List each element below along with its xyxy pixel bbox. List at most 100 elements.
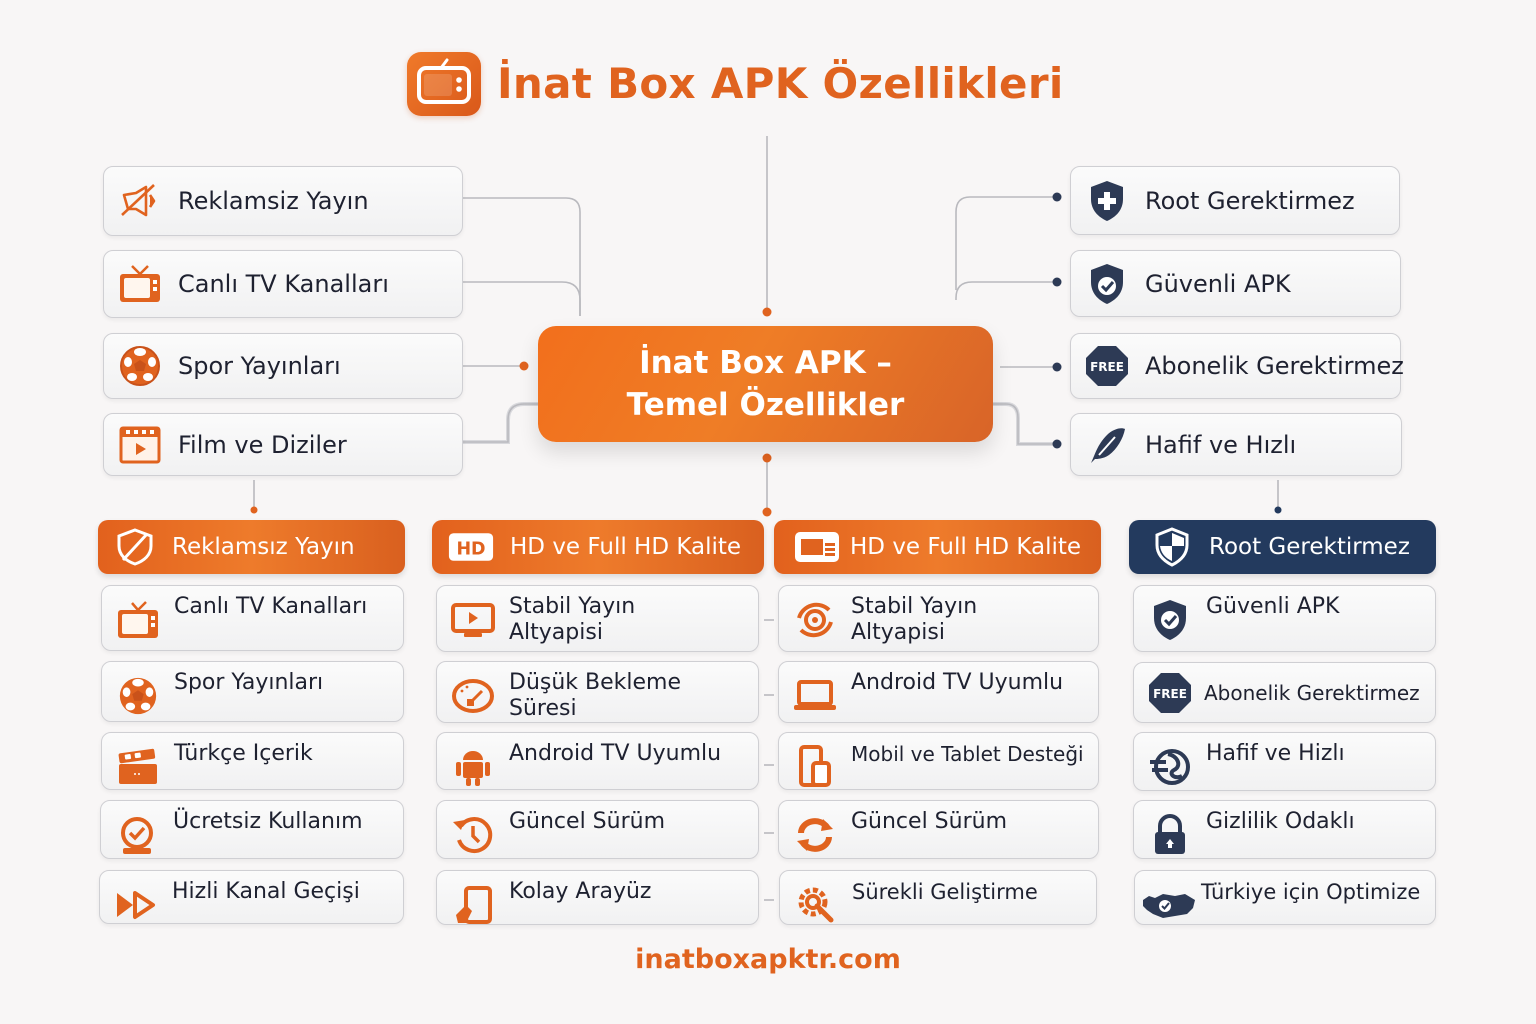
item-label: Güncel Sürüm: [509, 809, 665, 834]
feature-label: Abonelik Gerektirmez: [1145, 352, 1404, 380]
soccer-ball-icon: [114, 672, 162, 720]
muted-megaphone-icon: [116, 177, 164, 225]
item-label: Mobil ve Tablet Desteği: [851, 742, 1084, 766]
list-item[interactable]: Hizli Kanal Geçişi: [99, 870, 404, 924]
column-header-reklamsiz[interactable]: Reklamsız Yayın: [98, 520, 405, 574]
item-label: Sürekli Geliştirme: [852, 880, 1038, 904]
right-feature-guvenli[interactable]: Güvenli APK: [1070, 250, 1401, 317]
svg-text:HD: HD: [456, 539, 485, 559]
item-label: Android TV Uyumlu: [509, 741, 722, 766]
padlock-icon: [1146, 811, 1194, 859]
item-label: Abonelik Gerektirmez: [1204, 680, 1420, 705]
app-logo: [407, 52, 481, 116]
svg-text:FREE: FREE: [1090, 360, 1124, 374]
item-label: Canlı TV Kanalları: [174, 594, 368, 619]
item-label: Güvenli APK: [1206, 594, 1340, 619]
hd-badge-icon: HD: [448, 527, 494, 567]
tv-icon: [417, 58, 471, 104]
free-badge-icon: FREE: [1146, 669, 1194, 717]
item-label: Türkiye için Optimize: [1201, 880, 1421, 904]
list-item[interactable]: Canlı TV Kanalları: [101, 585, 404, 651]
refresh-icon: [791, 811, 839, 859]
sync-target-icon: [791, 596, 839, 644]
column-header-label: HD ve Full HD Kalite: [850, 534, 1082, 560]
feather-icon: [1083, 421, 1131, 469]
history-clock-icon: [449, 811, 497, 859]
feature-label: Spor Yayınları: [178, 352, 341, 380]
clapperboard-icon: [114, 743, 162, 791]
tv-icon: [116, 260, 164, 308]
list-item[interactable]: Türkçe Içerik: [101, 732, 404, 790]
list-item[interactable]: Türkiye için Optimize: [1134, 870, 1436, 925]
column-header-hd-2[interactable]: HD ve Full HD Kalite: [774, 520, 1101, 574]
list-item[interactable]: Güncel Sürüm: [778, 800, 1099, 859]
list-item[interactable]: Spor Yayınları: [101, 661, 404, 722]
tv-icon: [114, 596, 162, 644]
android-icon: [449, 743, 497, 791]
list-item[interactable]: Android TV Uyumlu: [778, 661, 1099, 723]
list-item[interactable]: FREE Abonelik Gerektirmez: [1133, 662, 1436, 723]
item-label: Kolay Arayüz: [509, 879, 652, 904]
left-feature-canli-tv[interactable]: Canlı TV Kanalları: [103, 250, 463, 318]
no-ads-shield-icon: [112, 527, 158, 567]
column-header-label: Root Gerektirmez: [1209, 534, 1410, 560]
feature-label: Hafif ve Hızlı: [1145, 430, 1297, 459]
svg-text:FREE: FREE: [1153, 687, 1187, 701]
list-item[interactable]: Sürekli Geliştirme: [779, 870, 1097, 925]
fast-forward-icon: [112, 881, 160, 929]
feature-label: Canlı TV Kanalları: [178, 270, 389, 298]
left-feature-spor[interactable]: Spor Yayınları: [103, 333, 463, 399]
central-node[interactable]: İnat Box APK – Temel Özellikler: [538, 326, 993, 442]
speed-globe-icon: [1146, 743, 1194, 791]
item-label: Güncel Sürüm: [851, 809, 1007, 834]
column-header-root[interactable]: Root Gerektirmez: [1129, 520, 1436, 574]
turkey-map-check-icon: [1141, 881, 1197, 929]
item-label: Hizli Kanal Geçişi: [172, 879, 360, 904]
free-badge-icon: FREE: [1083, 342, 1131, 390]
laptop-icon: [791, 672, 839, 720]
check-clock-icon: [113, 811, 161, 859]
right-feature-root[interactable]: Root Gerektirmez: [1070, 166, 1400, 235]
list-item[interactable]: Mobil ve Tablet Desteği: [778, 732, 1099, 790]
list-item[interactable]: Ücretsiz Kullanım: [100, 800, 404, 859]
soccer-ball-icon: [116, 342, 164, 390]
right-feature-hafif[interactable]: Hafif ve Hızlı: [1070, 413, 1402, 476]
list-item[interactable]: Güncel Sürüm: [436, 800, 759, 859]
shield-quartered-icon: [1149, 527, 1195, 567]
column-header-label: HD ve Full HD Kalite: [510, 534, 742, 560]
shield-check-icon: [1146, 596, 1194, 644]
feature-label: Reklamsiz Yayın: [178, 187, 369, 215]
feature-label: Güvenli APK: [1145, 269, 1291, 298]
speedometer-icon: [449, 672, 497, 720]
central-node-line2: Temel Özellikler: [626, 387, 905, 423]
page-title: İnat Box APK Özellikleri: [497, 59, 1064, 108]
column-header-hd-1[interactable]: HD HD ve Full HD Kalite: [432, 520, 764, 574]
right-feature-abonelik[interactable]: FREE Abonelik Gerektirmez: [1070, 333, 1404, 399]
left-feature-film[interactable]: Film ve Diziler: [103, 413, 463, 476]
item-label: Gizlilik Odaklı: [1206, 809, 1355, 834]
footer-url[interactable]: inatboxapktr.com: [635, 944, 901, 975]
item-label: Spor Yayınları: [174, 670, 324, 695]
feature-label: Root Gerektirmez: [1145, 186, 1355, 215]
list-item[interactable]: Android TV Uyumlu: [436, 732, 759, 790]
screen-cast-icon: [794, 527, 840, 567]
column-header-label: Reklamsız Yayın: [172, 534, 355, 560]
shield-check-icon: [1083, 260, 1131, 308]
item-label: Android TV Uyumlu: [851, 670, 1064, 695]
gear-wrench-icon: [792, 881, 840, 929]
list-item[interactable]: Gizlilik Odaklı: [1133, 800, 1436, 859]
list-item[interactable]: Hafif ve Hizlı: [1133, 732, 1436, 791]
left-feature-reklamsiz[interactable]: Reklamsiz Yayın: [103, 166, 463, 236]
film-play-icon: [116, 421, 164, 469]
touch-tablet-icon: [449, 881, 497, 929]
feature-label: Film ve Diziler: [178, 430, 347, 459]
item-label: Türkçe Içerik: [174, 741, 313, 766]
list-item[interactable]: Güvenli APK: [1133, 585, 1436, 652]
list-item[interactable]: Kolay Arayüz: [436, 870, 759, 925]
